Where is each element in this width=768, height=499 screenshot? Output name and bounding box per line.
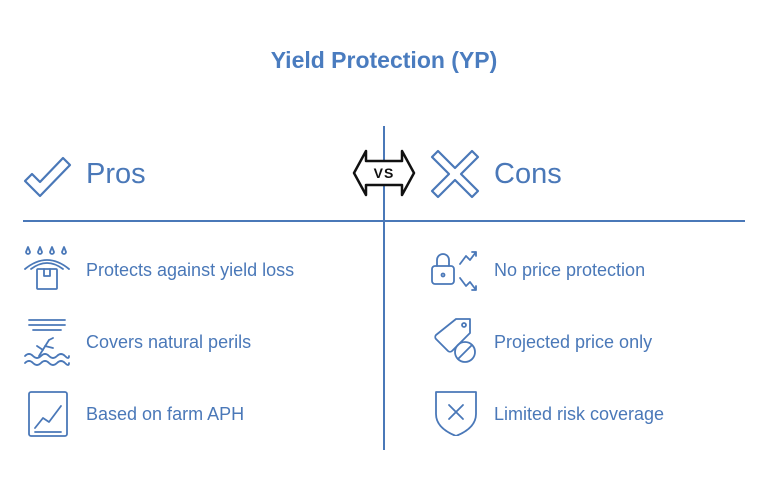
page-title: Yield Protection (YP): [270, 47, 498, 73]
pros-item-yield-loss: Protects against yield loss: [86, 260, 295, 280]
shield-x-icon: [435, 391, 477, 436]
chart-icon: [28, 391, 68, 437]
vertical-divider: [383, 126, 385, 450]
cons-item-projected-price: Projected price only: [494, 332, 653, 352]
cons-heading: Cons: [494, 158, 562, 190]
lock-price-icon: [431, 251, 477, 291]
x-mark-icon: [430, 149, 480, 199]
flood-icon: [24, 319, 70, 366]
checkmark-icon: [23, 156, 72, 198]
cons-item-limited-risk: Limited risk coverage: [494, 404, 665, 424]
pros-heading: Pros: [86, 158, 146, 190]
pros-item-farm-aph: Based on farm APH: [86, 404, 245, 424]
horizontal-divider: [23, 220, 745, 222]
vs-badge-icon: [352, 149, 416, 197]
cons-item-no-price-protection: No price protection: [494, 260, 646, 280]
vs-label: VS: [373, 165, 395, 181]
rain-crop-icon: [24, 246, 70, 290]
pros-item-natural-perils: Covers natural perils: [86, 332, 252, 352]
price-tag-blocked-icon: [434, 318, 476, 363]
